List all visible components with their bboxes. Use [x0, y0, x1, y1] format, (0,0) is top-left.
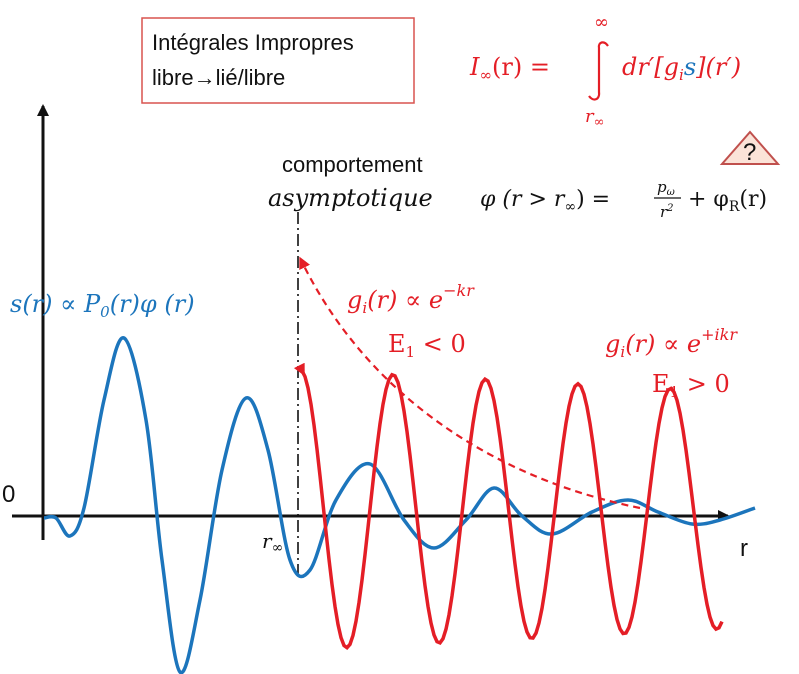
title-line1: Intégrales Impropres	[152, 30, 354, 55]
asymptotic-label-bottom: asymptotique	[268, 184, 433, 212]
free-wave-curve	[293, 362, 724, 651]
svg-text:r2: r2	[660, 203, 674, 221]
svg-text:dr′[gis](r′): dr′[gis](r′)	[622, 53, 741, 84]
title-line2: libre→lié/libre	[152, 65, 285, 90]
x-axis-label: r	[740, 535, 748, 562]
svg-text:φ (r > r∞) =: φ (r > r∞) =	[480, 187, 610, 215]
s-label: s(r) ∝ P0(r)φ (r)	[10, 290, 195, 321]
asymptotic-equation: φ (r > r∞) = pω r2 + φR(r)	[480, 178, 767, 221]
svg-text:gi(r) ∝ e−kr: gi(r) ∝ e−kr	[347, 281, 475, 317]
svg-text:E1 < 0: E1 < 0	[388, 330, 466, 361]
warning-triangle-icon: ?	[719, 130, 781, 166]
integral-lower-limit: r∞	[585, 106, 604, 130]
asymptotic-label-top: comportement	[282, 152, 423, 177]
bound-state-label: gi(r) ∝ e−kr E1 < 0	[347, 281, 475, 361]
svg-text:E1 > 0: E1 > 0	[652, 370, 730, 401]
svg-text:?: ?	[743, 139, 756, 166]
integral-sign	[588, 41, 609, 101]
title-box	[141, 17, 415, 104]
free-state-label: gi(r) ∝ e+ikr E1 > 0	[605, 325, 738, 401]
svg-text:gi(r) ∝ e+ikr: gi(r) ∝ e+ikr	[605, 325, 738, 361]
integral-formula: I∞(r) = ∞ r∞ dr′[gis](r′)	[469, 12, 741, 130]
svg-text:+ φR(r): + φR(r)	[688, 187, 767, 215]
r-inf-label: r∞	[262, 529, 283, 556]
s-curve	[43, 336, 756, 674]
integral-upper-limit: ∞	[594, 12, 609, 33]
origin-label: 0	[2, 481, 15, 508]
svg-text:I∞(r) =: I∞(r) =	[469, 53, 550, 84]
svg-text:pω: pω	[657, 178, 675, 198]
